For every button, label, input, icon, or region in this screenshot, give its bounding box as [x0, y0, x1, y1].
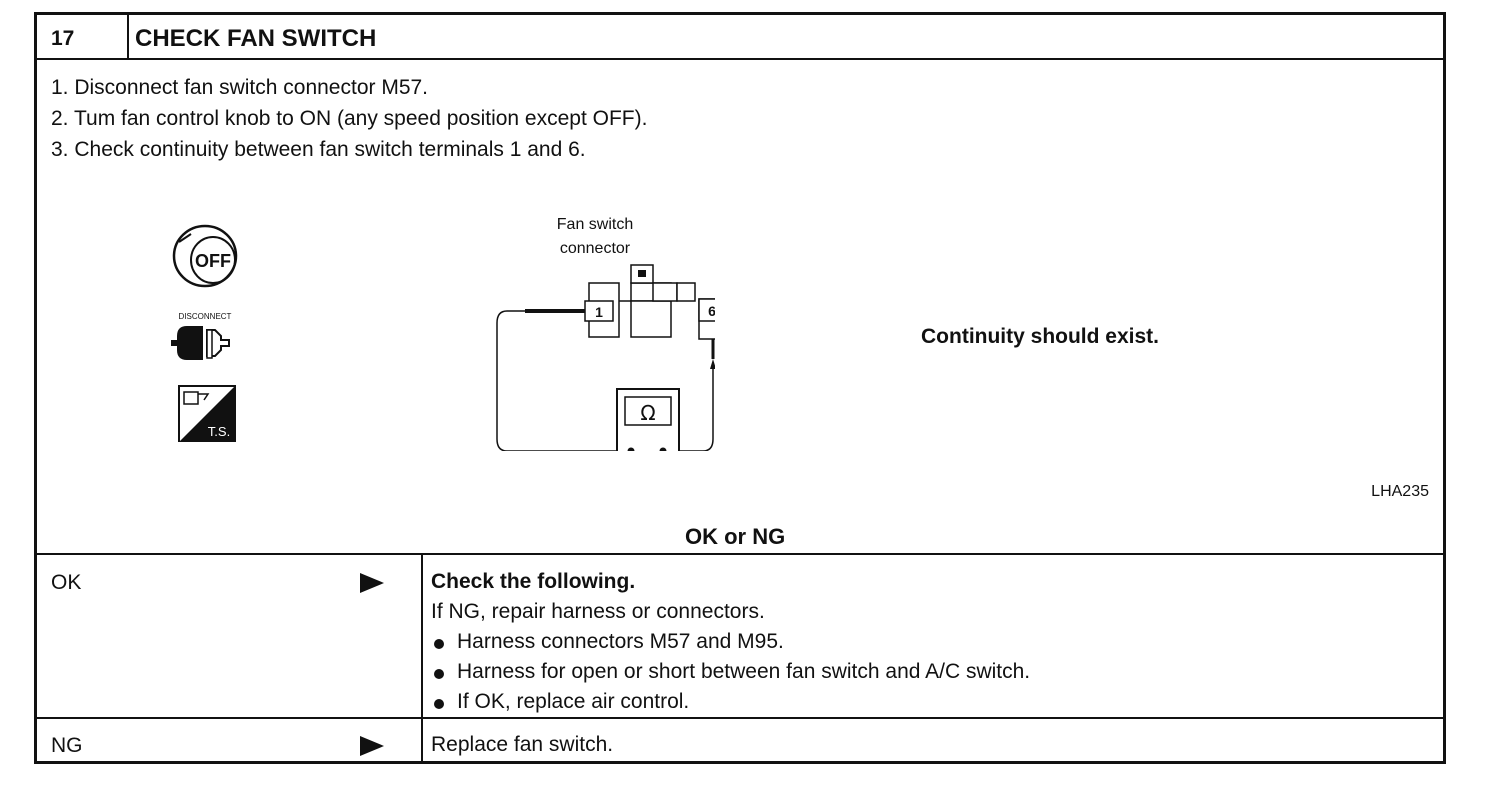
disconnect-icon: DISCONNECT [171, 312, 232, 360]
step-number: 17 [37, 15, 129, 58]
procedure-sheet: 17 CHECK FAN SWITCH 1. Disconnect fan sw… [34, 12, 1446, 764]
ok-bullet-item: Harness connectors M57 and M95. [431, 627, 1030, 657]
terminal-6 [698, 298, 715, 322]
ohmmeter: Ω [616, 388, 680, 451]
connector-label: connector [560, 240, 631, 257]
step-title: CHECK FAN SWITCH [135, 25, 377, 52]
service-icons: OFF DISCONNECT T.S. [171, 224, 238, 442]
ok-arrow-icon [360, 573, 384, 593]
test-service-icon: T.S. [178, 385, 236, 442]
result-text: Continuity should exist. [921, 325, 1160, 348]
decision-prompt: OK or NG [685, 524, 786, 549]
ohm-symbol: Ω [640, 401, 655, 425]
svg-text:T.S.: T.S. [208, 424, 230, 439]
ok-bullet-item: If OK, replace air control. [431, 687, 1030, 717]
ok-bullet-list: Harness connectors M57 and M95. Harness … [431, 627, 1030, 717]
ok-action: Check the following. If NG, repair harne… [431, 567, 1030, 717]
instruction-item: 2. Tum fan control knob to ON (any speed… [51, 107, 648, 130]
svg-text:DISCONNECT: DISCONNECT [179, 312, 232, 321]
instruction-item: 3. Check continuity between fan switch t… [51, 138, 586, 161]
terminal-6-label: 6 [708, 303, 715, 319]
column-divider [421, 553, 423, 764]
ng-arrow-icon [360, 736, 384, 756]
ok-label: OK [51, 571, 82, 594]
divider [37, 553, 1443, 555]
figure-id: LHA235 [1371, 483, 1429, 500]
ignition-off-icon: OFF [172, 224, 238, 288]
ng-label: NG [51, 734, 83, 757]
ng-action: Replace fan switch. [431, 733, 614, 756]
ok-action-note: If NG, repair harness or connectors. [431, 600, 765, 623]
ok-action-lead: Check the following. [431, 570, 636, 593]
terminal-1-label: 1 [595, 304, 603, 320]
instruction-item: 1. Disconnect fan switch connector M57. [51, 76, 429, 99]
instruction-list: 1. Disconnect fan switch connector M57. … [51, 72, 647, 165]
divider [37, 717, 1443, 719]
svg-text:OFF: OFF [195, 251, 231, 271]
continuity-diagram: Fan switch connector 1 6 Ω [496, 216, 715, 451]
step-header: 17 CHECK FAN SWITCH [37, 15, 1443, 60]
connector-label: Fan switch [557, 216, 633, 233]
ok-bullet-item: Harness for open or short between fan sw… [431, 657, 1030, 687]
